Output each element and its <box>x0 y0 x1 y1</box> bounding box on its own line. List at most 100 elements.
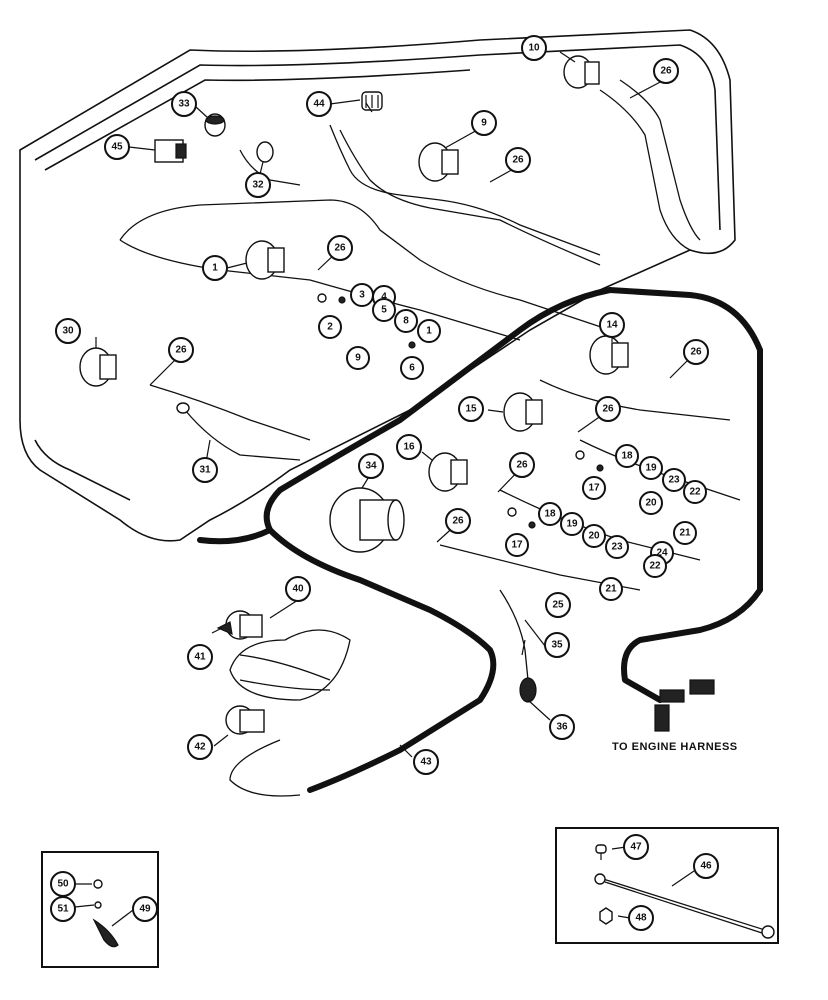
grommet-33 <box>204 113 226 137</box>
svg-text:35: 35 <box>551 640 563 651</box>
svg-text:19: 19 <box>566 519 578 530</box>
svg-text:8: 8 <box>403 316 409 327</box>
svg-text:43: 43 <box>420 757 432 768</box>
svg-text:18: 18 <box>621 451 633 462</box>
svg-text:24: 24 <box>656 548 668 559</box>
svg-text:42: 42 <box>194 742 206 753</box>
svg-text:46: 46 <box>700 861 712 872</box>
callout-41: 41 <box>187 644 213 670</box>
callout-20b: 20 <box>582 524 606 548</box>
callout-42: 42 <box>187 734 213 760</box>
gauge-1 <box>245 240 285 280</box>
callout-1a: 1 <box>202 255 228 281</box>
tachometer-34 <box>329 487 405 553</box>
instrument-panel-outline <box>19 29 736 542</box>
callout-26b: 26 <box>505 147 531 173</box>
callout-26g: 26 <box>509 452 535 478</box>
components <box>79 55 715 735</box>
gauge-30 <box>79 347 117 387</box>
callout-21b: 21 <box>599 577 623 601</box>
svg-text:47: 47 <box>630 842 642 853</box>
svg-text:19: 19 <box>645 463 657 474</box>
main-harness-43 <box>197 287 763 793</box>
callout-26e: 26 <box>683 339 709 365</box>
callout-14: 14 <box>599 312 625 338</box>
callout-47: 47 <box>623 834 649 860</box>
callout-44: 44 <box>306 91 332 117</box>
indicator-lights <box>317 293 604 529</box>
callout-51: 51 <box>50 896 76 922</box>
callout-10: 9 <box>471 110 497 136</box>
callout-45: 45 <box>104 134 130 160</box>
gauge-14 <box>589 335 629 375</box>
switch-45 <box>154 139 187 163</box>
svg-text:31: 31 <box>199 465 211 476</box>
gauge-11 <box>563 55 600 89</box>
callout-34: 34 <box>358 453 384 479</box>
callout-17a: 17 <box>582 476 606 500</box>
callout-6: 6 <box>400 356 424 380</box>
callout-25: 25 <box>545 592 571 618</box>
inset-left: 50 51 49 <box>41 851 159 968</box>
svg-text:36: 36 <box>556 722 568 733</box>
callout-9: 9 <box>346 346 370 370</box>
callout-35: 35 <box>544 632 570 658</box>
svg-text:14: 14 <box>606 320 618 331</box>
svg-text:26: 26 <box>512 155 524 166</box>
svg-text:18: 18 <box>544 509 556 520</box>
connector-44 <box>361 91 383 111</box>
svg-text:30: 30 <box>62 326 74 337</box>
engine-connector <box>654 679 715 732</box>
svg-text:45: 45 <box>111 142 123 153</box>
callouts: 10 26 44 9 26 33 45 32 1 26 3 4 2 5 8 1 … <box>55 35 709 775</box>
svg-text:21: 21 <box>605 584 617 595</box>
svg-text:21: 21 <box>679 528 691 539</box>
svg-text:15: 15 <box>465 404 477 415</box>
svg-text:17: 17 <box>588 483 600 494</box>
svg-text:26: 26 <box>690 347 702 358</box>
svg-text:23: 23 <box>668 475 680 486</box>
callout-17b: 17 <box>505 533 529 557</box>
callout-49: 49 <box>132 896 158 922</box>
svg-text:49: 49 <box>139 904 151 915</box>
svg-text:26: 26 <box>660 66 672 77</box>
callout-8: 8 <box>394 309 418 333</box>
callout-20a: 20 <box>639 491 663 515</box>
callout-26a: 26 <box>653 58 679 84</box>
callout-3: 3 <box>350 283 374 307</box>
svg-text:41: 41 <box>194 652 206 663</box>
callout-23a: 23 <box>662 468 686 492</box>
light-32 <box>256 141 274 163</box>
callout-19a: 19 <box>639 456 663 480</box>
svg-text:20: 20 <box>588 531 600 542</box>
callout-30: 30 <box>55 318 81 344</box>
svg-text:9: 9 <box>481 118 487 129</box>
callout-1b: 1 <box>417 319 441 343</box>
callout-46: 46 <box>693 853 719 879</box>
callout-26h: 26 <box>445 508 471 534</box>
svg-text:20: 20 <box>645 498 657 509</box>
callout-21a: 21 <box>673 521 697 545</box>
svg-text:6: 6 <box>409 363 415 374</box>
callout-19b: 19 <box>560 512 584 536</box>
svg-text:50: 50 <box>57 879 69 890</box>
callout-36: 36 <box>549 714 575 740</box>
sender-36 <box>519 677 537 703</box>
callout-18b: 18 <box>538 502 562 526</box>
callout-2: 2 <box>318 315 342 339</box>
gauge-15 <box>503 392 543 432</box>
callout-15: 15 <box>458 396 484 422</box>
svg-text:1: 1 <box>212 263 218 274</box>
svg-text:9: 9 <box>355 353 361 364</box>
callout-22b: 22 <box>643 554 667 578</box>
callout-11: 10 <box>521 35 547 61</box>
svg-text:51: 51 <box>57 904 69 915</box>
callout-50: 50 <box>50 871 76 897</box>
switch-42 <box>225 705 265 735</box>
gauge-10 <box>418 142 459 182</box>
svg-text:23: 23 <box>611 542 623 553</box>
svg-text:5: 5 <box>381 305 387 316</box>
gauge-16 <box>428 452 468 492</box>
callout-33: 33 <box>171 91 197 117</box>
